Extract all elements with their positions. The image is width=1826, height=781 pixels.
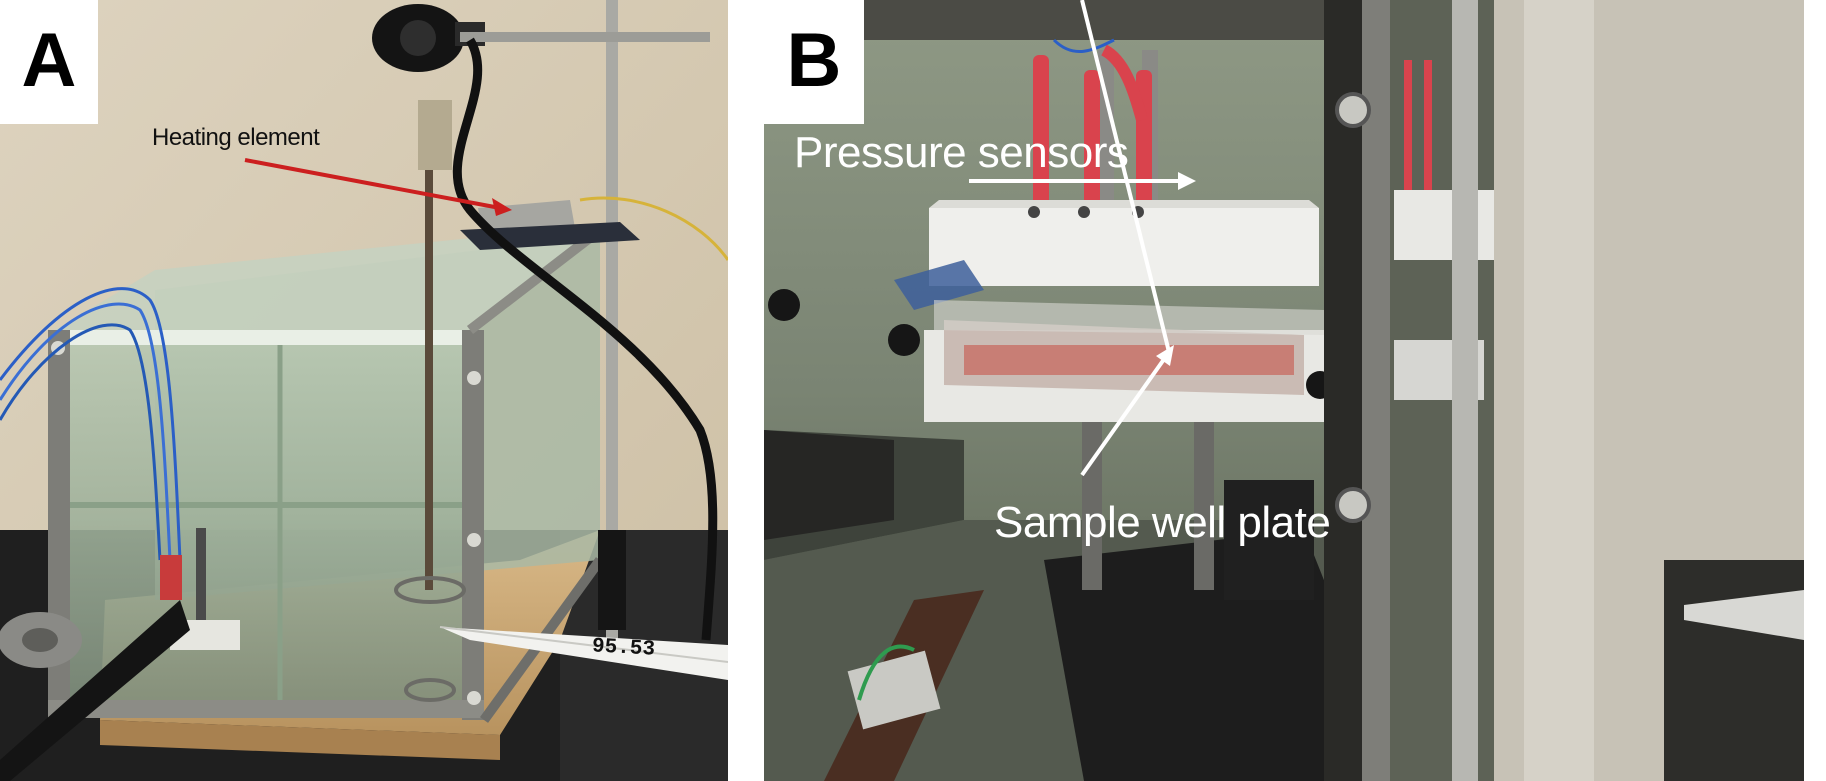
heating-element-label: Heating element (152, 124, 320, 151)
sample-plate-arrow (1080, 0, 1171, 353)
panel-b-photo: B Pressure sensors Sample well plate (764, 0, 1826, 781)
sample-well-plate-label: Sample well plate (994, 498, 1331, 547)
sample-plate-arrowhead (1156, 345, 1174, 366)
pressure-chamber-photo (764, 0, 1826, 781)
panel-letter-a: A (0, 0, 98, 124)
thermometer-reading: 95.53 (591, 635, 656, 662)
panel-a-photo: A Heating element 95.53 (0, 0, 728, 781)
pressure-sensors-arrowhead (1178, 172, 1196, 190)
heating-element-arrow (244, 158, 501, 210)
water-bath-photo (0, 0, 728, 781)
panel-letter-b: B (764, 0, 864, 124)
pressure-sensors-label: Pressure sensors (794, 128, 1129, 177)
heating-element-arrowhead (492, 198, 512, 216)
